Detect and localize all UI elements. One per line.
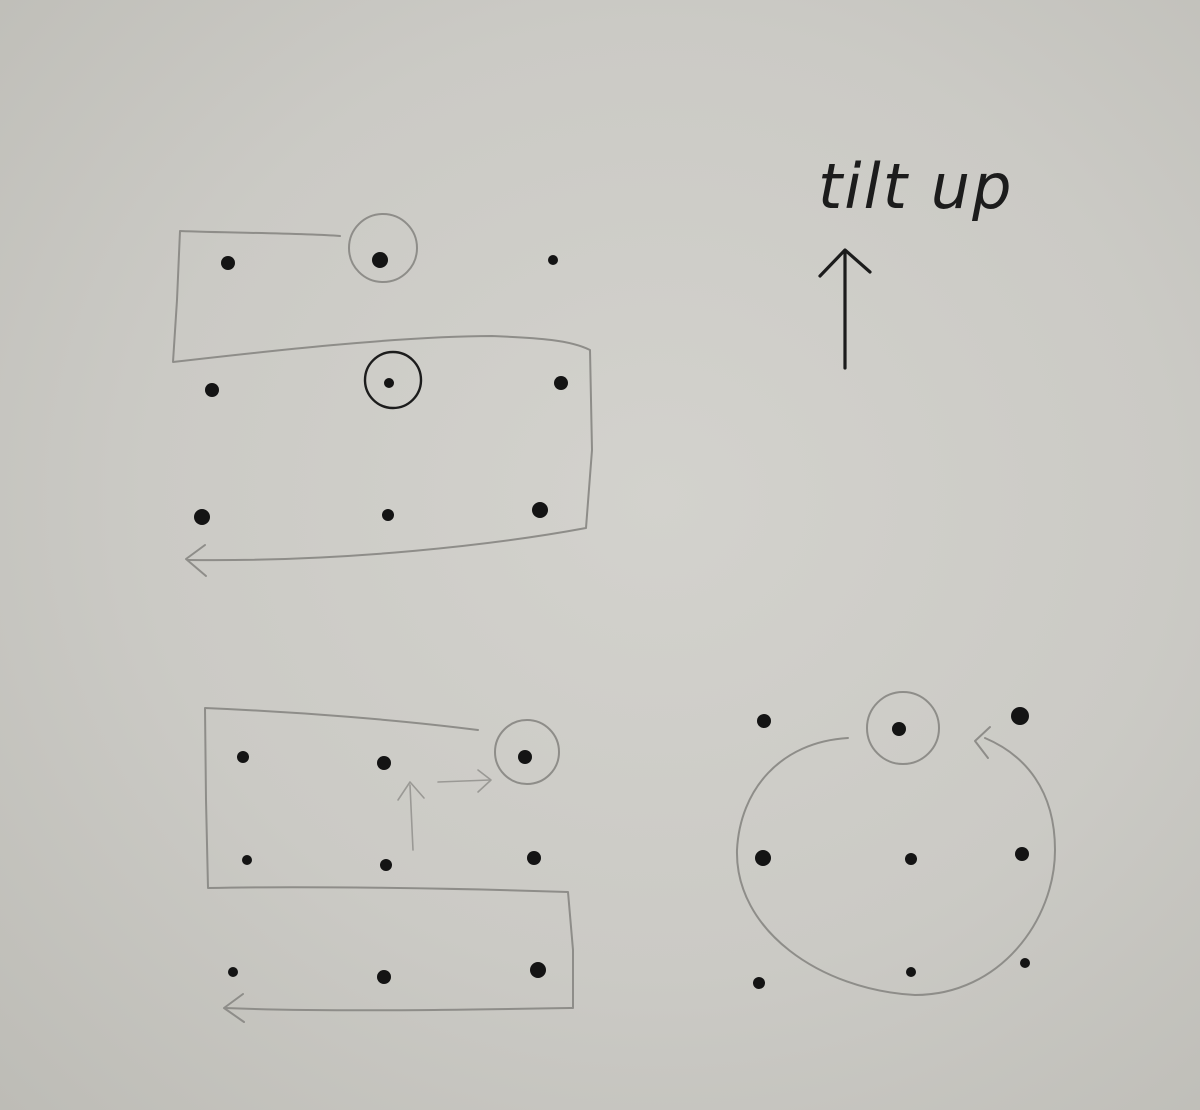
left-arrow-icon bbox=[185, 544, 207, 577]
grid-point bbox=[194, 509, 210, 525]
circular-path bbox=[735, 737, 1056, 996]
left-arrow-icon bbox=[974, 726, 991, 759]
grid-point bbox=[380, 859, 392, 871]
right-arrow-icon bbox=[397, 769, 492, 851]
grid-point bbox=[205, 383, 219, 397]
diagram-bottom-right bbox=[735, 691, 1056, 996]
grid-point bbox=[242, 855, 252, 865]
annotation-tilt-up: tilt up bbox=[818, 150, 1013, 370]
grid-point bbox=[757, 714, 771, 728]
grid-point bbox=[221, 256, 235, 270]
grid-point bbox=[753, 977, 765, 989]
diagram-top-left bbox=[172, 213, 593, 577]
grid-point bbox=[384, 378, 394, 388]
left-arrow-icon bbox=[223, 993, 245, 1023]
center-point-ring bbox=[363, 350, 423, 410]
grid-point bbox=[518, 750, 532, 764]
start-point-ring bbox=[866, 691, 940, 765]
grid-point bbox=[1011, 707, 1029, 725]
grid-point bbox=[892, 722, 906, 736]
grid-point bbox=[372, 252, 388, 268]
grid-point bbox=[906, 967, 916, 977]
grid-point bbox=[237, 751, 249, 763]
tilt-up-label: tilt up bbox=[818, 150, 1013, 223]
up-arrow-icon bbox=[818, 248, 872, 370]
start-point-ring bbox=[348, 213, 418, 283]
grid-point bbox=[382, 509, 394, 521]
grid-point bbox=[530, 962, 546, 978]
serpentine-path bbox=[172, 230, 593, 562]
grid-point bbox=[532, 502, 548, 518]
grid-point bbox=[527, 851, 541, 865]
start-point-ring bbox=[494, 719, 560, 785]
grid-point bbox=[554, 376, 568, 390]
grid-point bbox=[228, 967, 238, 977]
grid-point bbox=[1015, 847, 1029, 861]
grid-point bbox=[377, 970, 391, 984]
grid-point bbox=[548, 255, 558, 265]
diagram-bottom-left bbox=[204, 707, 574, 1023]
grid-point bbox=[377, 756, 391, 770]
serpentine-path bbox=[204, 707, 574, 1012]
grid-point bbox=[1020, 958, 1030, 968]
grid-point bbox=[905, 853, 917, 865]
grid-point bbox=[755, 850, 771, 866]
